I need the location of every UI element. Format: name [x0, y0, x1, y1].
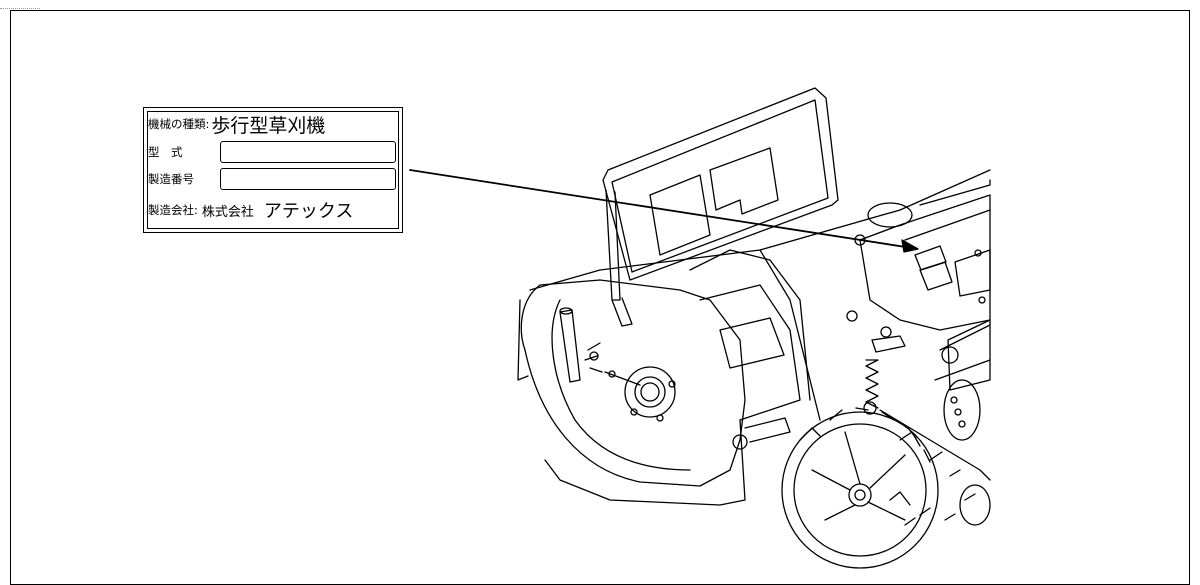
machine-type-value: 歩行型草刈機	[211, 114, 326, 137]
model-label: 型 式	[148, 145, 183, 159]
plate-row-machine-type: 機械の種類: 歩行型草刈機	[148, 112, 396, 137]
serial-label: 製造番号	[148, 172, 194, 186]
label-plate: 機械の種類: 歩行型草刈機 型 式 製造番号 製造会社: 株式会社 アテックス	[143, 107, 403, 233]
plate-row-model: 型 式	[148, 140, 396, 164]
leader-arrowhead	[901, 239, 919, 253]
manufacturer-name: アテックス	[263, 201, 354, 222]
plate-row-manufacturer: 製造会社: 株式会社 アテックス	[148, 198, 396, 222]
label-plate-inner-border	[147, 111, 399, 229]
serial-field	[220, 168, 396, 190]
manufacturer-label: 製造会社:	[148, 203, 198, 217]
corner-mark	[0, 0, 40, 9]
manufacturer-company-type: 株式会社	[201, 204, 254, 220]
plate-row-serial: 製造番号	[148, 167, 396, 191]
mower-drawing	[409, 87, 991, 569]
machine-type-label: 機械の種類:	[148, 117, 210, 131]
leader-line	[409, 169, 913, 249]
model-field	[220, 141, 396, 163]
